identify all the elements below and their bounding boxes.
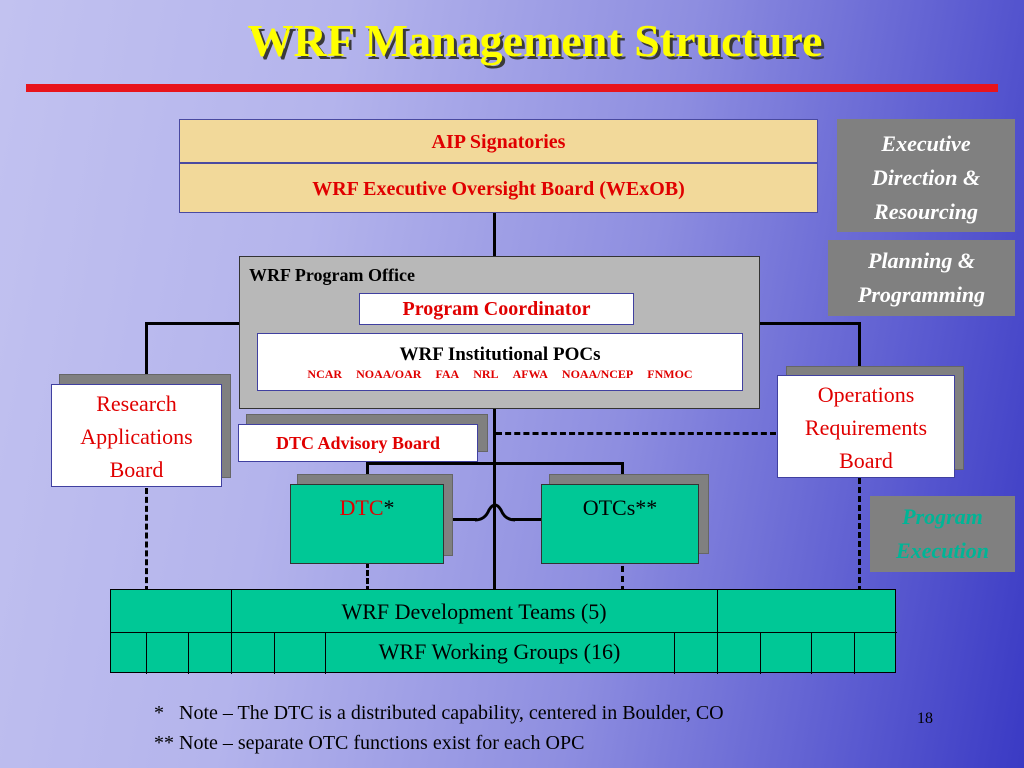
dtc-advisory-label: DTC Advisory Board <box>275 433 441 453</box>
grid-divider <box>717 632 718 674</box>
working-groups-label: WRF Working Groups (16) <box>378 639 621 664</box>
grid-divider <box>760 632 761 674</box>
program-coordinator-box: Program Coordinator <box>359 293 634 325</box>
grid-divider <box>717 590 718 632</box>
grid-divider <box>274 632 275 674</box>
poc-noaa-oar: NOAA/OAR <box>356 367 422 381</box>
poc-faa: FAA <box>435 367 460 381</box>
execution-line-1: Program <box>902 504 983 529</box>
grid-divider <box>231 632 232 674</box>
poc-afwa: AFWA <box>512 367 548 381</box>
wexob-label: WRF Executive Oversight Board (WExOB) <box>312 178 685 200</box>
dashed-otc-down <box>621 556 624 592</box>
dev-teams-label: WRF Development Teams (5) <box>341 599 607 624</box>
program-coordinator-label: Program Coordinator <box>402 298 591 320</box>
connector-left-down <box>145 322 148 388</box>
note-otc: ** Note – separate OTC functions exist f… <box>154 732 585 754</box>
grid-divider <box>854 632 855 674</box>
execution-line-2: Execution <box>896 538 989 563</box>
wexob-box: WRF Executive Oversight Board (WExOB) <box>179 163 818 213</box>
dashed-rab-down <box>145 488 148 592</box>
rab-line-1: Research <box>96 391 177 416</box>
page-number: 18 <box>917 710 933 727</box>
dtc-advisory-board: DTC Advisory Board <box>238 424 478 462</box>
dashed-orb-down <box>858 478 861 592</box>
poc-fnmoc: FNMOC <box>647 367 693 381</box>
grid-row-divider <box>111 632 897 633</box>
orb-line-1: Operations <box>817 382 915 407</box>
planning-programming-label: Planning & Programming <box>828 240 1015 316</box>
dtc-asterisk: * <box>383 495 395 520</box>
connector-left-horizontal <box>145 322 240 325</box>
rab-line-3: Board <box>109 457 164 482</box>
institutional-pocs-title: WRF Institutional POCs <box>399 344 601 365</box>
connector-right-horizontal <box>758 322 861 325</box>
executive-direction-label: Executive Direction & Resourcing <box>837 119 1015 232</box>
institutional-pocs-list: NCAR NOAA/OAR FAA NRL AFWA NOAA/NCEP FNM… <box>258 367 742 382</box>
dtc-label: DTC <box>339 495 384 520</box>
slide-title: WRF Management Structure <box>247 15 823 66</box>
orb-line-2: Requirements <box>804 415 928 440</box>
poc-ncar: NCAR <box>307 367 343 381</box>
program-office-box: WRF Program Office Program Coordinator W… <box>239 256 760 409</box>
grid-divider <box>674 632 675 674</box>
title-underline <box>26 84 998 92</box>
grid-divider <box>325 632 326 674</box>
grid-divider <box>188 632 189 674</box>
orb-line-3: Board <box>839 448 893 473</box>
exec-line-3: Resourcing <box>874 199 978 224</box>
grid-divider <box>231 590 232 632</box>
grid-divider <box>146 632 147 674</box>
connector-dtc-otc-right <box>512 518 542 521</box>
poc-nrl: NRL <box>473 367 499 381</box>
aip-signatories-label: AIP Signatories <box>431 131 566 153</box>
institutional-pocs-box: WRF Institutional POCs NCAR NOAA/OAR FAA… <box>257 333 743 391</box>
exec-line-2: Direction & <box>871 165 981 190</box>
grid-divider <box>811 632 812 674</box>
planning-line-1: Planning & <box>868 248 975 273</box>
program-execution-label: Program Execution <box>870 496 1015 572</box>
research-applications-board: Research Applications Board <box>51 384 222 487</box>
program-office-label: WRF Program Office <box>249 265 415 285</box>
aip-signatories-box: AIP Signatories <box>179 119 818 163</box>
line-crossover-hop <box>475 503 515 522</box>
exec-line-1: Executive <box>881 131 971 156</box>
connector-dtc-otc-left <box>443 518 477 521</box>
connector-main-vertical <box>493 408 496 592</box>
dashed-dtc-down <box>366 562 369 592</box>
planning-line-2: Programming <box>857 282 986 307</box>
connector-right-down <box>858 322 861 378</box>
note-dtc: * Note – The DTC is a distributed capabi… <box>154 702 724 724</box>
rab-line-2: Applications <box>80 424 193 449</box>
otcs-label: OTCs** <box>582 495 658 520</box>
dev-teams-grid: WRF Development Teams (5) WRF Working Gr… <box>110 589 897 674</box>
dtc-box: DTC* <box>290 484 444 564</box>
connector-wexob-to-office <box>493 212 496 260</box>
connector-dtc-otc-horizontal <box>368 462 624 465</box>
operations-requirements-board: Operations Requirements Board <box>777 375 955 478</box>
poc-noaa-ncep: NOAA/NCEP <box>561 367 634 381</box>
dashed-main-to-orb <box>496 432 776 435</box>
otcs-box: OTCs** <box>541 484 699 564</box>
